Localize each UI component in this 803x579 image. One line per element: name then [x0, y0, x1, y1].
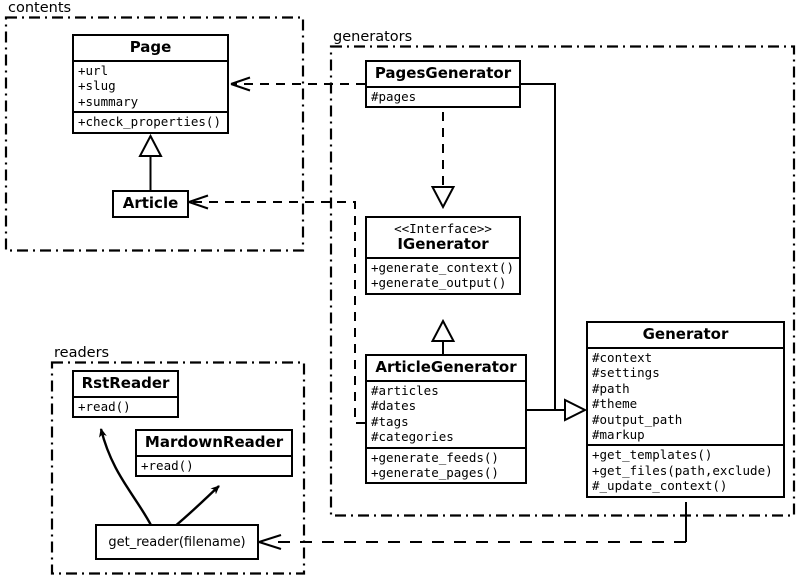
- package-frame-contents: [4, 16, 305, 252]
- method-row: +generate_output(): [371, 275, 507, 291]
- class-pages-generator-attributes: #pages: [367, 86, 519, 106]
- class-igenerator-name: IGenerator: [397, 235, 489, 253]
- attribute-row: +url: [78, 63, 109, 78]
- class-article-generator-name: ArticleGenerator: [375, 358, 517, 376]
- method-row: +get_templates(): [592, 447, 713, 463]
- method-row: +get_files(path,exclude): [592, 462, 773, 478]
- attribute-row: #pages: [371, 89, 417, 104]
- class-generator[interactable]: Generator #context #settings #path #them…: [586, 321, 785, 498]
- class-pages-generator-name: PagesGenerator: [374, 64, 512, 82]
- attribute-row: #output_path: [592, 411, 683, 427]
- attribute-row: +slug: [78, 78, 116, 94]
- class-article-name: Article: [122, 194, 179, 212]
- package-label-generators: generators: [331, 29, 415, 45]
- class-mardown-reader-name: MardownReader: [144, 433, 284, 451]
- package-frame-readers: [50, 361, 306, 575]
- attribute-row: #articles: [371, 383, 439, 398]
- class-mardown-reader[interactable]: MardownReader +read(): [135, 429, 293, 478]
- connector-getreader-to-mardownreader: [173, 485, 220, 528]
- method-row: +generate_pages(): [371, 465, 499, 481]
- function-box-get-reader[interactable]: get_reader(filename): [95, 524, 259, 560]
- attribute-row: #settings: [592, 365, 660, 381]
- method-row: +read(): [78, 399, 131, 414]
- connector-articlegenerator-to-igenerator: [430, 318, 456, 355]
- class-rst-reader-methods: +read(): [74, 396, 177, 416]
- class-igenerator-methods: +generate_context() +generate_output(): [367, 257, 519, 293]
- attribute-row: #categories: [371, 429, 454, 445]
- package-frame-generators: [329, 45, 796, 517]
- function-box-get-reader-label: get_reader(filename): [108, 534, 246, 550]
- class-pages-generator[interactable]: PagesGenerator #pages: [365, 60, 521, 109]
- class-page[interactable]: Page +url +slug +summary +check_properti…: [72, 34, 229, 134]
- attribute-row: #context: [592, 350, 653, 365]
- attribute-row: #markup: [592, 427, 645, 443]
- connector-getreader-to-rstreader: [99, 428, 154, 528]
- class-generator-methods: +get_templates() +get_files(path,exclude…: [588, 444, 783, 495]
- connector-generator-to-getreader: [258, 502, 687, 550]
- class-mardown-reader-methods: +read(): [137, 455, 291, 475]
- method-row: +generate_context(): [371, 260, 514, 275]
- class-rst-reader[interactable]: RstReader +read(): [72, 370, 179, 419]
- class-generator-name: Generator: [642, 325, 729, 343]
- attribute-row: #path: [592, 380, 630, 396]
- attribute-row: #tags: [371, 413, 409, 429]
- connector-articlegenerator-to-article: [188, 194, 365, 424]
- class-page-attributes: +url +slug +summary: [74, 60, 227, 111]
- class-page-name: Page: [129, 38, 172, 56]
- method-row: +read(): [141, 458, 194, 473]
- class-igenerator[interactable]: <<Interface>> IGenerator +generate_conte…: [365, 216, 521, 295]
- connector-pagesgenerator-to-page: [230, 76, 365, 92]
- class-rst-reader-name: RstReader: [81, 374, 170, 392]
- class-article-generator-attributes: #articles #dates #tags #categories: [367, 380, 525, 447]
- method-row: +check_properties(): [78, 114, 221, 130]
- class-article-generator[interactable]: ArticleGenerator #articles #dates #tags …: [365, 354, 527, 485]
- package-label-readers: readers: [52, 345, 112, 361]
- connector-pagesgenerator-to-igenerator: [430, 112, 456, 210]
- package-label-contents: contents: [6, 0, 74, 16]
- attribute-row: #theme: [592, 396, 638, 412]
- method-row: +generate_feeds(): [371, 449, 499, 465]
- attribute-row: #dates: [371, 398, 417, 414]
- class-article[interactable]: Article: [112, 190, 189, 218]
- class-page-methods: +check_properties(): [74, 111, 227, 131]
- method-row: #_update_context(): [592, 478, 728, 494]
- connector-article-to-page: [138, 133, 163, 190]
- class-article-generator-methods: +generate_feeds() +generate_pages(): [367, 446, 525, 483]
- connector-generators-to-generator: [521, 83, 588, 422]
- class-igenerator-stereotype: <<Interface>>: [394, 221, 492, 236]
- class-generator-attributes: #context #settings #path #theme #output_…: [588, 347, 783, 444]
- attribute-row: +summary: [78, 93, 139, 109]
